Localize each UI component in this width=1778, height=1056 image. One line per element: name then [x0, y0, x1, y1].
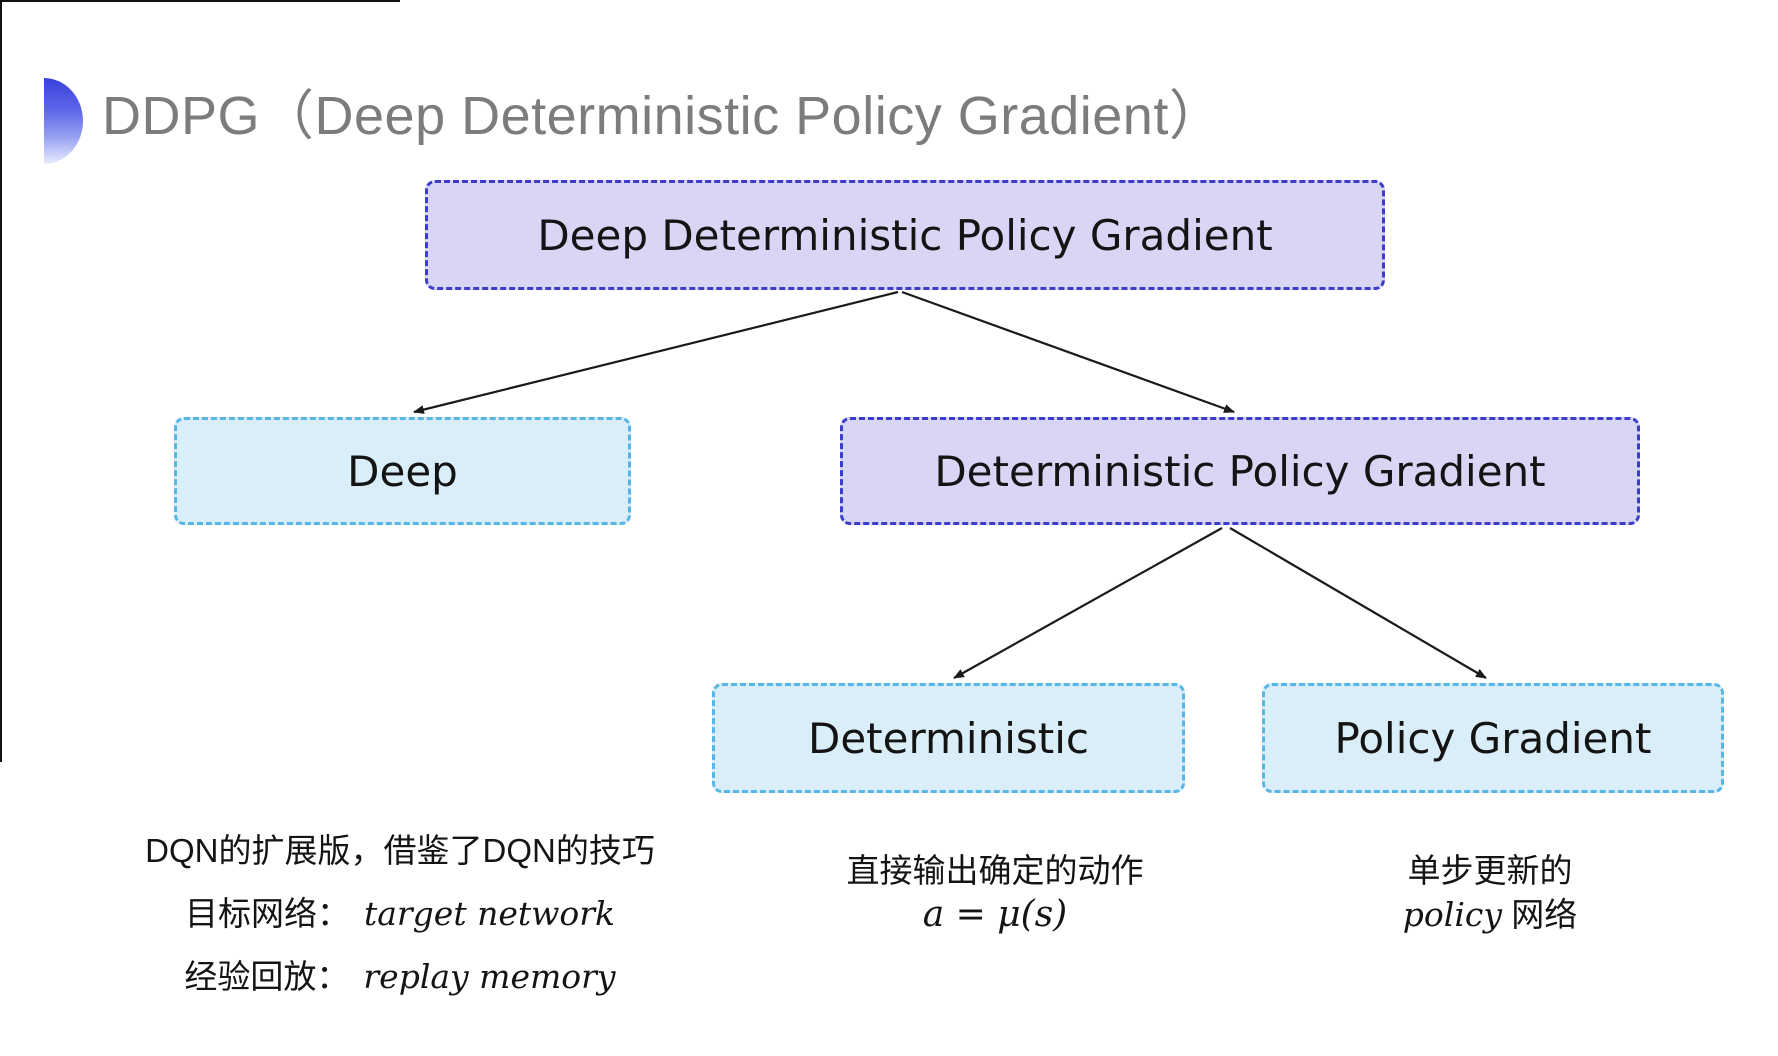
node-label: Deterministic — [808, 713, 1089, 763]
node-deterministic: Deterministic — [712, 683, 1185, 793]
policy-gradient-annotation-line2: policy 网络 — [1285, 893, 1695, 937]
target-network-label: 目标网络： — [184, 895, 350, 932]
arrow-dpg-to-deterministic — [953, 527, 1223, 679]
page-title: DDPG（Deep Deterministic Policy Gradient） — [102, 86, 1224, 146]
arrow-dpg-to-policy-gradient — [1229, 527, 1487, 679]
node-label: Deterministic Policy Gradient — [934, 446, 1546, 496]
policy-word: policy — [1402, 895, 1503, 934]
deep-annotation-line1: DQN的扩展版，借鉴了DQN的技巧 — [145, 832, 655, 869]
node-label: Policy Gradient — [1334, 713, 1652, 763]
node-deterministic-policy-gradient: Deterministic Policy Gradient — [840, 417, 1640, 525]
deep-annotation: DQN的扩展版，借鉴了DQN的技巧 目标网络： target network 经验… — [120, 819, 680, 1008]
policy-gradient-annotation: 单步更新的 policy 网络 — [1285, 849, 1695, 937]
replay-memory-value: replay memory — [363, 957, 616, 996]
node-label: Deep — [347, 446, 458, 496]
arrow-ddpg-to-deep — [413, 290, 899, 414]
title-bullet-icon — [44, 78, 83, 164]
node-policy-gradient: Policy Gradient — [1262, 683, 1724, 793]
policy-gradient-annotation-line1: 单步更新的 — [1407, 852, 1573, 889]
replay-memory-label: 经验回放： — [184, 958, 350, 995]
node-deep-deterministic-policy-gradient: Deep Deterministic Policy Gradient — [425, 180, 1385, 290]
deterministic-formula: a = μ(s) — [922, 894, 1068, 935]
deterministic-annotation-line1: 直接输出确定的动作 — [846, 852, 1144, 889]
deep-annotation-line3: 经验回放： replay memory — [120, 945, 680, 1008]
node-deep: Deep — [174, 417, 631, 525]
screen-edge-artifact-left — [0, 0, 2, 762]
deep-annotation-line2: 目标网络： target network — [120, 882, 680, 945]
deterministic-annotation: 直接输出确定的动作 a = μ(s) — [790, 849, 1200, 937]
node-label: Deep Deterministic Policy Gradient — [537, 210, 1273, 260]
screen-edge-artifact-top — [0, 0, 400, 2]
arrow-ddpg-to-dpg — [901, 290, 1235, 414]
network-word: 网络 — [1502, 896, 1578, 933]
target-network-value: target network — [363, 894, 616, 933]
